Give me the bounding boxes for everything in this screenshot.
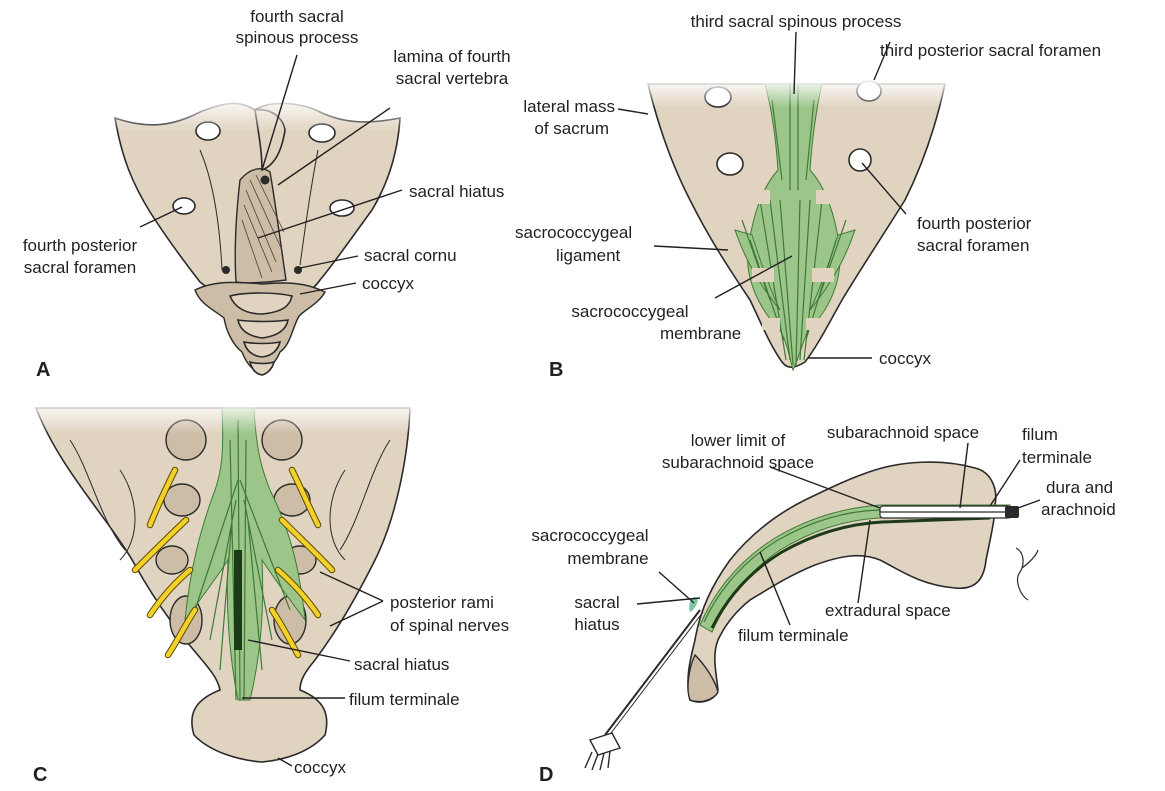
label-third-sacral-spinous-process: third sacral spinous process	[691, 12, 902, 31]
label-sacrococcygeal-membrane-d-line2: membrane	[567, 549, 648, 568]
label-filum-terminale-d-line1: filum	[1022, 425, 1058, 444]
label-posterior-rami-line1: posterior rami	[390, 593, 494, 612]
label-sacrococcygeal-ligament-line2: ligament	[556, 246, 621, 265]
panel-letter-d: D	[539, 764, 553, 786]
panel-a-sacrum-drawing	[100, 96, 420, 375]
label-fourth-sacral-spinous-process-line2: spinous process	[236, 28, 359, 47]
label-fourth-posterior-sacral-foramen-a-line1: fourth posterior	[23, 236, 138, 255]
label-coccyx-a: coccyx	[362, 274, 414, 293]
label-fourth-posterior-sacral-foramen-b-line1: fourth posterior	[917, 214, 1032, 233]
label-fourth-posterior-sacral-foramen-a-line2: sacral foramen	[24, 258, 136, 277]
panel-b: third sacral spinous process third poste…	[515, 12, 1101, 381]
label-lateral-mass-line2: of sacrum	[534, 119, 609, 138]
label-sacrococcygeal-membrane-b-line1: sacrococcygeal	[571, 302, 688, 321]
label-filum-terminale-c: filum terminale	[349, 690, 460, 709]
label-sacrococcygeal-membrane-b-line2: membrane	[660, 324, 741, 343]
label-subarachnoid-space: subarachnoid space	[827, 423, 979, 442]
label-filum-terminale-d-bottom: filum terminale	[738, 626, 849, 645]
label-sacral-hiatus-d-line1: sacral	[574, 593, 619, 612]
label-extradural-space: extradural space	[825, 601, 951, 620]
label-fourth-sacral-spinous-process-line1: fourth sacral	[250, 7, 344, 26]
panel-c: posterior rami of spinal nerves sacral h…	[30, 400, 509, 786]
label-sacrococcygeal-ligament-line1: sacrococcygeal	[515, 223, 632, 242]
panel-d-sacrum-drawing	[585, 462, 1038, 770]
label-sacral-hiatus-c: sacral hiatus	[354, 655, 449, 674]
label-lower-limit-line2: subarachnoid space	[662, 453, 814, 472]
panel-a: fourth sacral spinous process lamina of …	[23, 7, 511, 381]
label-sacral-hiatus-a: sacral hiatus	[409, 182, 504, 201]
panel-letter-a: A	[36, 359, 50, 381]
label-coccyx-b: coccyx	[879, 349, 931, 368]
label-lateral-mass-line1: lateral mass	[523, 97, 615, 116]
label-lower-limit-line1: lower limit of	[691, 431, 786, 450]
label-sacrococcygeal-membrane-d-line1: sacrococcygeal	[531, 526, 648, 545]
panel-letter-b: B	[549, 359, 563, 381]
label-fourth-posterior-sacral-foramen-b-line2: sacral foramen	[917, 236, 1029, 255]
panel-d: lower limit of subarachnoid space subara…	[531, 423, 1115, 786]
panel-letter-c: C	[33, 764, 47, 786]
label-dura-line2: arachnoid	[1041, 500, 1116, 519]
label-lamina-line2: sacral vertebra	[396, 69, 509, 88]
label-sacral-hiatus-d-line2: hiatus	[574, 615, 619, 634]
label-lamina-line1: lamina of fourth	[393, 47, 510, 66]
label-coccyx-c: coccyx	[294, 758, 346, 777]
label-filum-terminale-d-line2: terminale	[1022, 448, 1092, 467]
label-dura-line1: dura and	[1046, 478, 1113, 497]
label-sacral-cornu: sacral cornu	[364, 246, 457, 265]
label-third-posterior-sacral-foramen: third posterior sacral foramen	[880, 41, 1101, 60]
label-posterior-rami-line2: of spinal nerves	[390, 616, 509, 635]
